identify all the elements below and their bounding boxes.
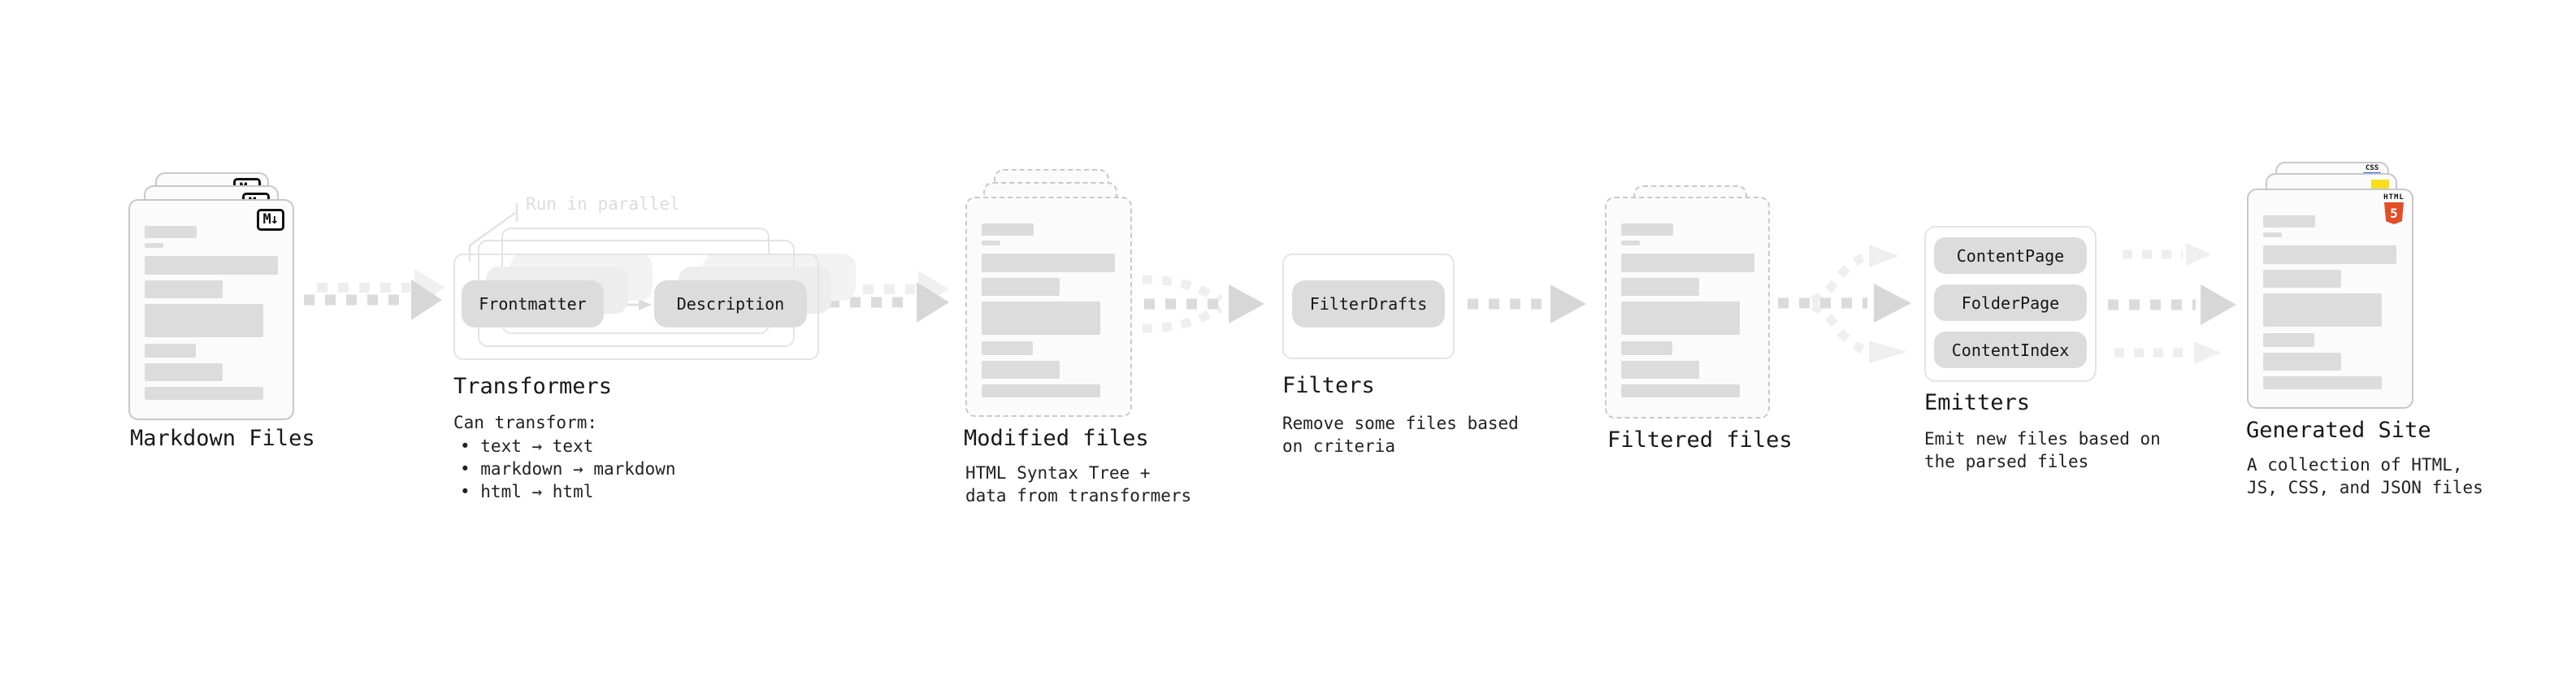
placeholder-bar bbox=[1621, 341, 1672, 355]
placeholder-bar bbox=[2263, 333, 2314, 347]
placeholder-bar bbox=[982, 361, 1060, 379]
arrow-filtered-to-emitters bbox=[1778, 245, 1911, 363]
placeholder-bar bbox=[145, 344, 196, 358]
transformers-bullet: • markdown → markdown bbox=[460, 459, 676, 479]
placeholder-bar bbox=[982, 254, 1115, 272]
placeholder-bar bbox=[2263, 215, 2315, 228]
modified-file-card-front bbox=[965, 197, 1132, 417]
markdown-file-card-front: M↓ bbox=[128, 199, 294, 420]
filtered-file-card-front bbox=[1605, 197, 1770, 419]
placeholder-bar bbox=[982, 223, 1034, 236]
folderpage-pill: FolderPage bbox=[1934, 284, 2087, 321]
placeholder-bar bbox=[1621, 361, 1699, 379]
placeholder-bar bbox=[2263, 293, 2382, 327]
placeholder-bar bbox=[982, 241, 1000, 245]
placeholder-bar bbox=[2263, 353, 2341, 371]
modified-files-desc: data from transformers bbox=[965, 486, 1192, 505]
transformers-bullet: • text → text bbox=[460, 436, 594, 456]
placeholder-bar bbox=[982, 341, 1033, 355]
placeholder-bar bbox=[2263, 245, 2396, 264]
filters-desc: on criteria bbox=[1282, 436, 1396, 456]
generated-site-desc: A collection of HTML, bbox=[2247, 455, 2463, 475]
transformers-desc-heading: Can transform: bbox=[453, 413, 598, 432]
contentpage-pill: ContentPage bbox=[1934, 237, 2087, 274]
generated-file-card-front: HTML 5 bbox=[2247, 189, 2413, 409]
generated-site-desc: JS, CSS, and JSON files bbox=[2247, 478, 2483, 497]
placeholder-bar bbox=[2263, 232, 2282, 237]
frontmatter-pill: Frontmatter bbox=[462, 280, 604, 327]
stage-title-modified-files: Modified files bbox=[964, 426, 1149, 451]
arrow-markdown-to-transformers bbox=[304, 269, 445, 320]
placeholder-bar bbox=[145, 243, 163, 248]
js-icon bbox=[2371, 180, 2389, 189]
stage-title-generated-site: Generated Site bbox=[2246, 418, 2431, 443]
placeholder-bar bbox=[1621, 241, 1640, 245]
placeholder-bar bbox=[145, 226, 197, 238]
placeholder-bar bbox=[1621, 223, 1673, 236]
placeholder-bar bbox=[145, 304, 263, 337]
emitters-desc: Emit new files based on bbox=[1924, 429, 2161, 449]
placeholder-bar bbox=[1621, 278, 1699, 296]
placeholder-bar bbox=[1621, 301, 1740, 335]
placeholder-bar bbox=[982, 278, 1060, 296]
arrow-filters-to-filtered bbox=[1468, 284, 1586, 323]
contentindex-pill: ContentIndex bbox=[1934, 332, 2087, 368]
placeholder-bar bbox=[2263, 376, 2382, 389]
placeholder-bar bbox=[145, 363, 223, 381]
placeholder-bar bbox=[145, 280, 223, 298]
placeholder-bar bbox=[145, 387, 263, 400]
stage-title-filtered-files: Filtered files bbox=[1607, 427, 1793, 453]
arrow-modified-to-filters bbox=[1142, 275, 1264, 333]
emitters-desc: the parsed files bbox=[1924, 452, 2089, 471]
html5-icon: HTML 5 bbox=[2383, 194, 2405, 224]
filters-desc: Remove some files based bbox=[1282, 414, 1519, 433]
placeholder-bar bbox=[982, 384, 1100, 397]
note-connector bbox=[468, 203, 518, 262]
description-pill: Description bbox=[654, 280, 807, 327]
placeholder-bar bbox=[1621, 384, 1740, 397]
run-in-parallel-note: Run in parallel bbox=[526, 194, 680, 214]
filterdrafts-pill: FilterDrafts bbox=[1292, 280, 1445, 327]
transformers-bullet: • html → html bbox=[460, 482, 594, 501]
placeholder-bar bbox=[2263, 270, 2341, 288]
stage-title-markdown-files: Markdown Files bbox=[130, 426, 315, 451]
arrow-emitters-to-generated bbox=[2108, 243, 2236, 364]
modified-files-desc: HTML Syntax Tree + bbox=[965, 463, 1151, 483]
placeholder-bar bbox=[982, 301, 1100, 335]
stage-title-emitters: Emitters bbox=[1924, 390, 2031, 415]
stage-title-filters: Filters bbox=[1282, 373, 1375, 398]
placeholder-bar bbox=[145, 256, 278, 275]
markdown-icon: M↓ bbox=[256, 209, 284, 231]
arrow-transformers-to-modified bbox=[829, 271, 949, 323]
stage-title-transformers: Transformers bbox=[453, 374, 613, 399]
transformer-box-front bbox=[453, 254, 819, 360]
placeholder-bar bbox=[1621, 254, 1754, 272]
